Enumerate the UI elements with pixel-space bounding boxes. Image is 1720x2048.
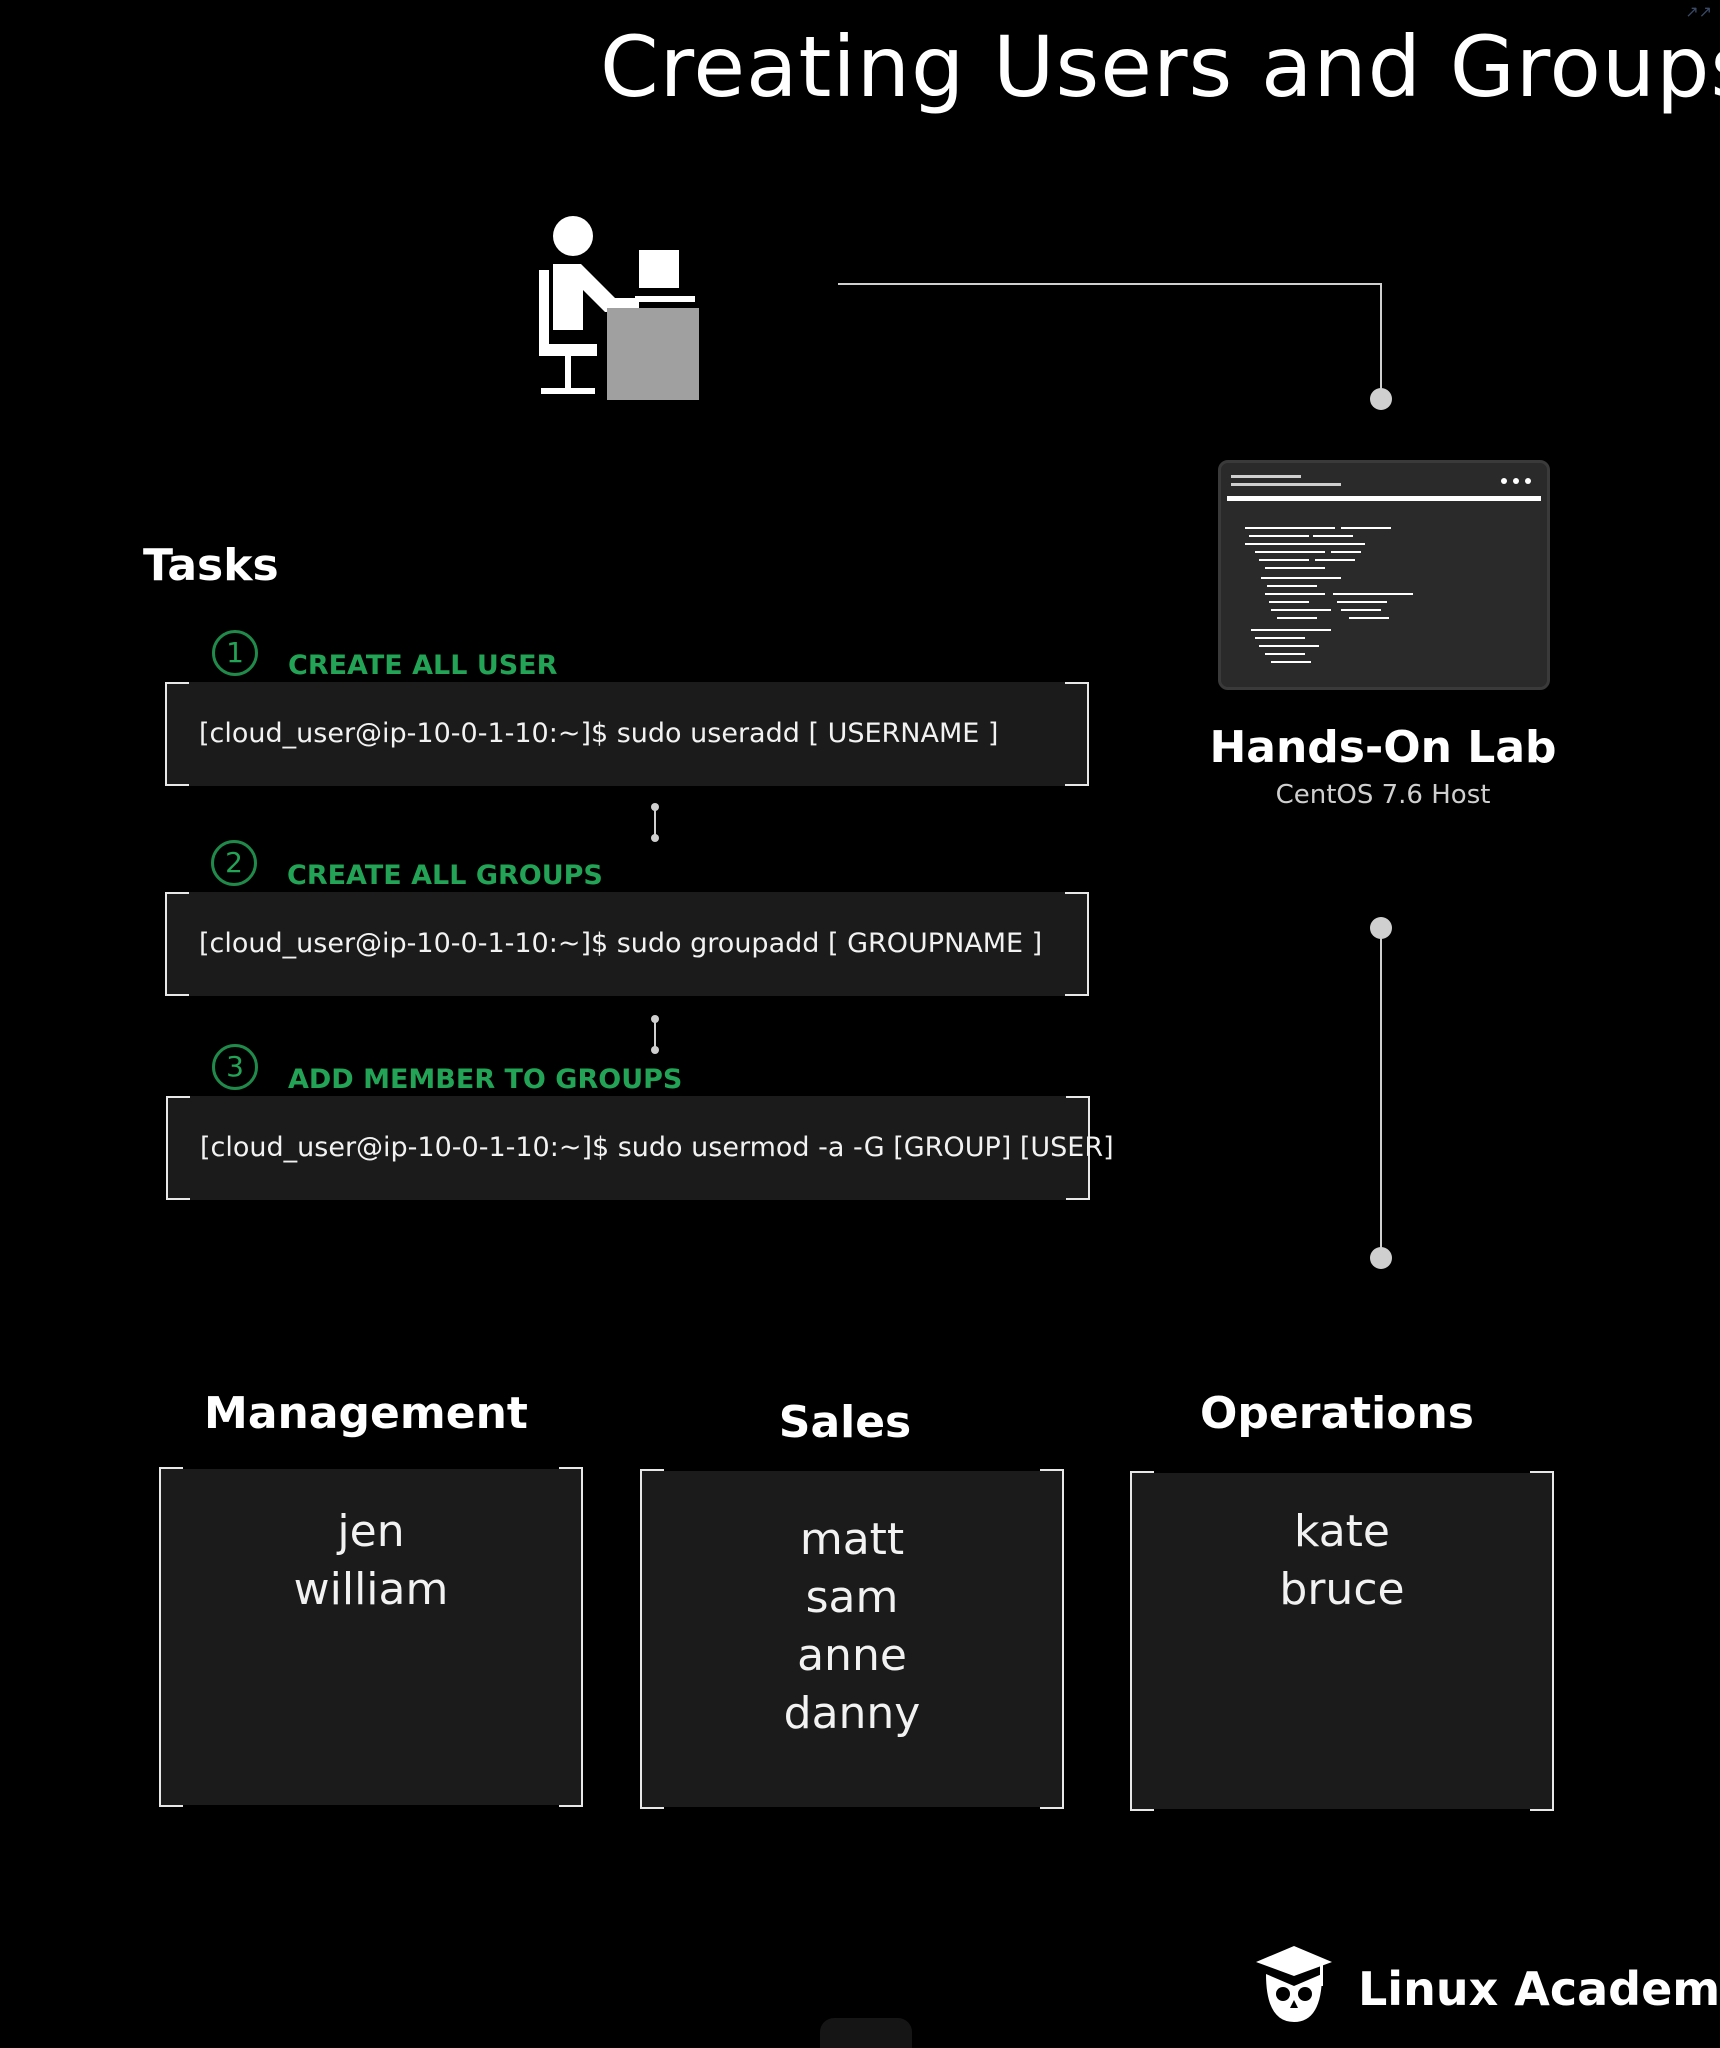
member-name: bruce — [1279, 1564, 1405, 1615]
connector-line — [654, 808, 656, 836]
connector-dot — [651, 1046, 659, 1054]
command-text: [cloud_user@ip-10-0-1-10:~]$ sudo usermo… — [200, 1132, 1114, 1163]
step-label: CREATE ALL GROUPS — [287, 860, 603, 891]
connector-line — [1380, 283, 1382, 393]
step-number-badge: 1 — [212, 630, 258, 676]
tasks-heading: Tasks — [143, 540, 279, 591]
lab-subtitle: CentOS 7.6 Host — [1275, 780, 1491, 810]
member-name: jen — [337, 1506, 405, 1557]
command-box: [cloud_user@ip-10-0-1-10:~]$ sudo userad… — [165, 682, 1089, 786]
bottom-tab[interactable] — [820, 2018, 912, 2048]
step-number-badge: 3 — [212, 1044, 258, 1090]
connector-dot — [651, 803, 659, 811]
member-name: william — [293, 1564, 449, 1615]
step-number-badge: 2 — [211, 840, 257, 886]
user-at-computer-icon — [539, 216, 699, 400]
owl-graduation-cap-icon — [1256, 1946, 1332, 2022]
connector-line — [654, 1020, 656, 1048]
command-box: [cloud_user@ip-10-0-1-10:~]$ sudo usermo… — [166, 1096, 1114, 1200]
connector-dot — [1370, 1247, 1392, 1269]
member-name: sam — [805, 1572, 899, 1623]
lab-title: Hands-On Lab — [1209, 722, 1557, 773]
group-title-management: Management — [204, 1388, 528, 1439]
connector-line — [838, 283, 1382, 285]
member-name: kate — [1294, 1506, 1390, 1557]
connector-dot — [1370, 388, 1392, 410]
connector-line — [1380, 928, 1382, 1258]
terminal-window-icon — [1218, 460, 1550, 690]
command-box: [cloud_user@ip-10-0-1-10:~]$ sudo groupa… — [165, 892, 1089, 996]
group-title-sales: Sales — [778, 1397, 912, 1448]
group-box-operations: kate bruce — [1130, 1471, 1554, 1811]
member-name: matt — [799, 1514, 905, 1565]
brand-name: Linux Academy — [1358, 1962, 1720, 2016]
group-box-sales: matt sam anne danny — [640, 1469, 1064, 1809]
command-text: [cloud_user@ip-10-0-1-10:~]$ sudo userad… — [199, 718, 999, 749]
group-box-management: jen william — [159, 1467, 583, 1807]
step-label: CREATE ALL USER — [288, 650, 558, 681]
page-title: Creating Users and Groups — [600, 18, 1720, 116]
group-title-operations: Operations — [1200, 1388, 1474, 1439]
expand-icon[interactable]: ↗↗ — [1685, 2, 1712, 21]
command-text: [cloud_user@ip-10-0-1-10:~]$ sudo groupa… — [199, 928, 1043, 959]
member-name: danny — [783, 1688, 921, 1739]
connector-dot — [651, 834, 659, 842]
member-name: anne — [797, 1630, 907, 1681]
connector-dot — [651, 1015, 659, 1023]
step-label: ADD MEMBER TO GROUPS — [288, 1064, 683, 1095]
